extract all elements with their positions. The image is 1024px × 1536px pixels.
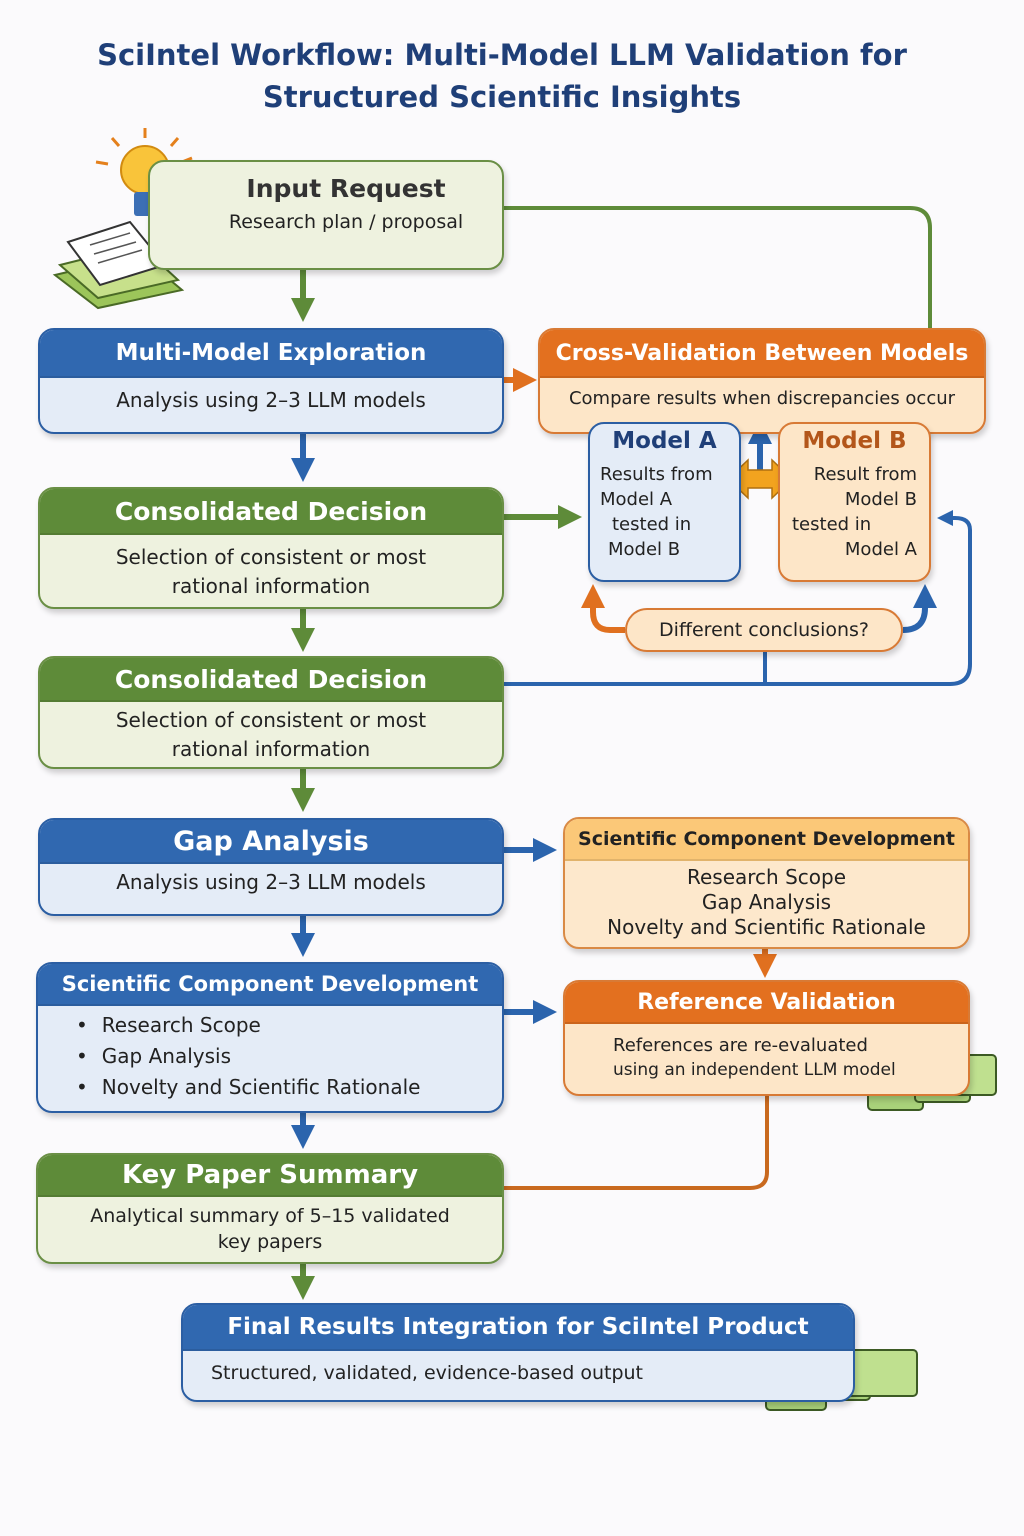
input-title: Input Request	[246, 174, 446, 203]
reference-line: using an independent LLM model	[613, 1060, 896, 1080]
final-body: Structured, validated, evidence-based ou…	[211, 1362, 644, 1384]
key-paper-summary-box: Key Paper Summary Analytical summary of …	[36, 1153, 504, 1264]
title-line-1: SciIntel Workflow: Multi-Model LLM Valid…	[97, 38, 907, 72]
consolidated-decision-box-2: Consolidated Decision Selection of consi…	[38, 656, 504, 769]
title-line-2: Structured Scientific Insights	[262, 80, 742, 114]
document-stack-icon	[52, 220, 185, 310]
model-a-line: Results from	[600, 464, 713, 485]
arrow-question-to-modela	[581, 584, 625, 633]
line-reference-to-keypaper	[503, 1095, 769, 1190]
scientific-component-box-left: Scientific Component Development Researc…	[36, 962, 504, 1113]
multi-model-body: Analysis using 2–3 LLM models	[116, 388, 426, 412]
sci-left-item: Gap Analysis	[76, 1041, 502, 1072]
gap-title: Gap Analysis	[40, 820, 502, 864]
diagram-title: SciIntel Workflow: Multi-Model LLM Valid…	[0, 34, 1004, 118]
input-subtitle: Research plan / proposal	[228, 211, 464, 233]
model-b-title: Model B	[802, 428, 907, 454]
consolidated-line: Selection of consistent or most	[115, 545, 427, 569]
multi-model-title: Multi-Model Exploration	[40, 330, 502, 378]
key-paper-line: Analytical summary of 5–15 validated	[90, 1205, 450, 1227]
sci-right-line: Research Scope	[686, 865, 847, 889]
line-loop-back	[503, 510, 972, 686]
sci-right-line: Gap Analysis	[701, 890, 832, 914]
scientific-component-box-right: Scientific Component Development Researc…	[563, 817, 970, 949]
sci-right-line: Novelty and Scientific Rationale	[607, 915, 926, 939]
consolidated-line: rational information	[171, 574, 371, 598]
consolidated-line: rational information	[171, 737, 371, 761]
final-results-box: Final Results Integration for SciIntel P…	[181, 1303, 855, 1402]
sci-left-item: Research Scope	[76, 1010, 502, 1041]
gap-body: Analysis using 2–3 LLM models	[116, 870, 426, 894]
final-title: Final Results Integration for SciIntel P…	[183, 1305, 853, 1351]
model-b-line: Model B	[844, 489, 917, 510]
reference-line: References are re-evaluated	[613, 1035, 868, 1056]
model-a-line: Model A	[600, 489, 673, 510]
cross-validation-body: Compare results when discrepancies occur	[568, 388, 956, 409]
cross-validation-title: Cross-Validation Between Models	[540, 330, 984, 378]
consolidated-decision-box-1: Consolidated Decision Selection of consi…	[38, 487, 504, 609]
model-b-line: Model A	[844, 539, 917, 560]
key-paper-title: Key Paper Summary	[38, 1155, 502, 1197]
model-b-line: Result from	[813, 464, 917, 485]
model-a-line: tested in	[612, 514, 692, 535]
arrow-question-to-modelb	[902, 584, 937, 633]
model-a-line: Model B	[608, 539, 681, 560]
cross-validation-box: Cross-Validation Between Models Compare …	[538, 328, 986, 434]
model-b-box: Model B Result from Model B tested in Mo…	[778, 422, 931, 582]
key-paper-line: key papers	[217, 1231, 323, 1253]
model-a-title: Model A	[612, 428, 717, 454]
reference-validation-box: Reference Validation References are re-e…	[563, 980, 970, 1096]
gap-analysis-box: Gap Analysis Analysis using 2–3 LLM mode…	[38, 818, 504, 916]
model-a-box: Model A Results from Model A tested in M…	[588, 422, 741, 582]
input-request-box: Input Request Research plan / proposal	[148, 160, 504, 270]
different-conclusions-pill: Different conclusions?	[625, 608, 903, 652]
consolidated-title: Consolidated Decision	[40, 489, 502, 535]
model-b-line: tested in	[792, 514, 872, 535]
consolidated-title: Consolidated Decision	[40, 658, 502, 702]
sci-right-title: Scientific Component Development	[565, 819, 968, 861]
multi-model-box: Multi-Model Exploration Analysis using 2…	[38, 328, 504, 434]
sci-left-item: Novelty and Scientific Rationale	[76, 1072, 502, 1103]
line-input-to-crossval	[503, 206, 932, 328]
reference-title: Reference Validation	[565, 982, 968, 1024]
sci-left-title: Scientific Component Development	[38, 964, 502, 1006]
consolidated-line: Selection of consistent or most	[115, 708, 427, 732]
